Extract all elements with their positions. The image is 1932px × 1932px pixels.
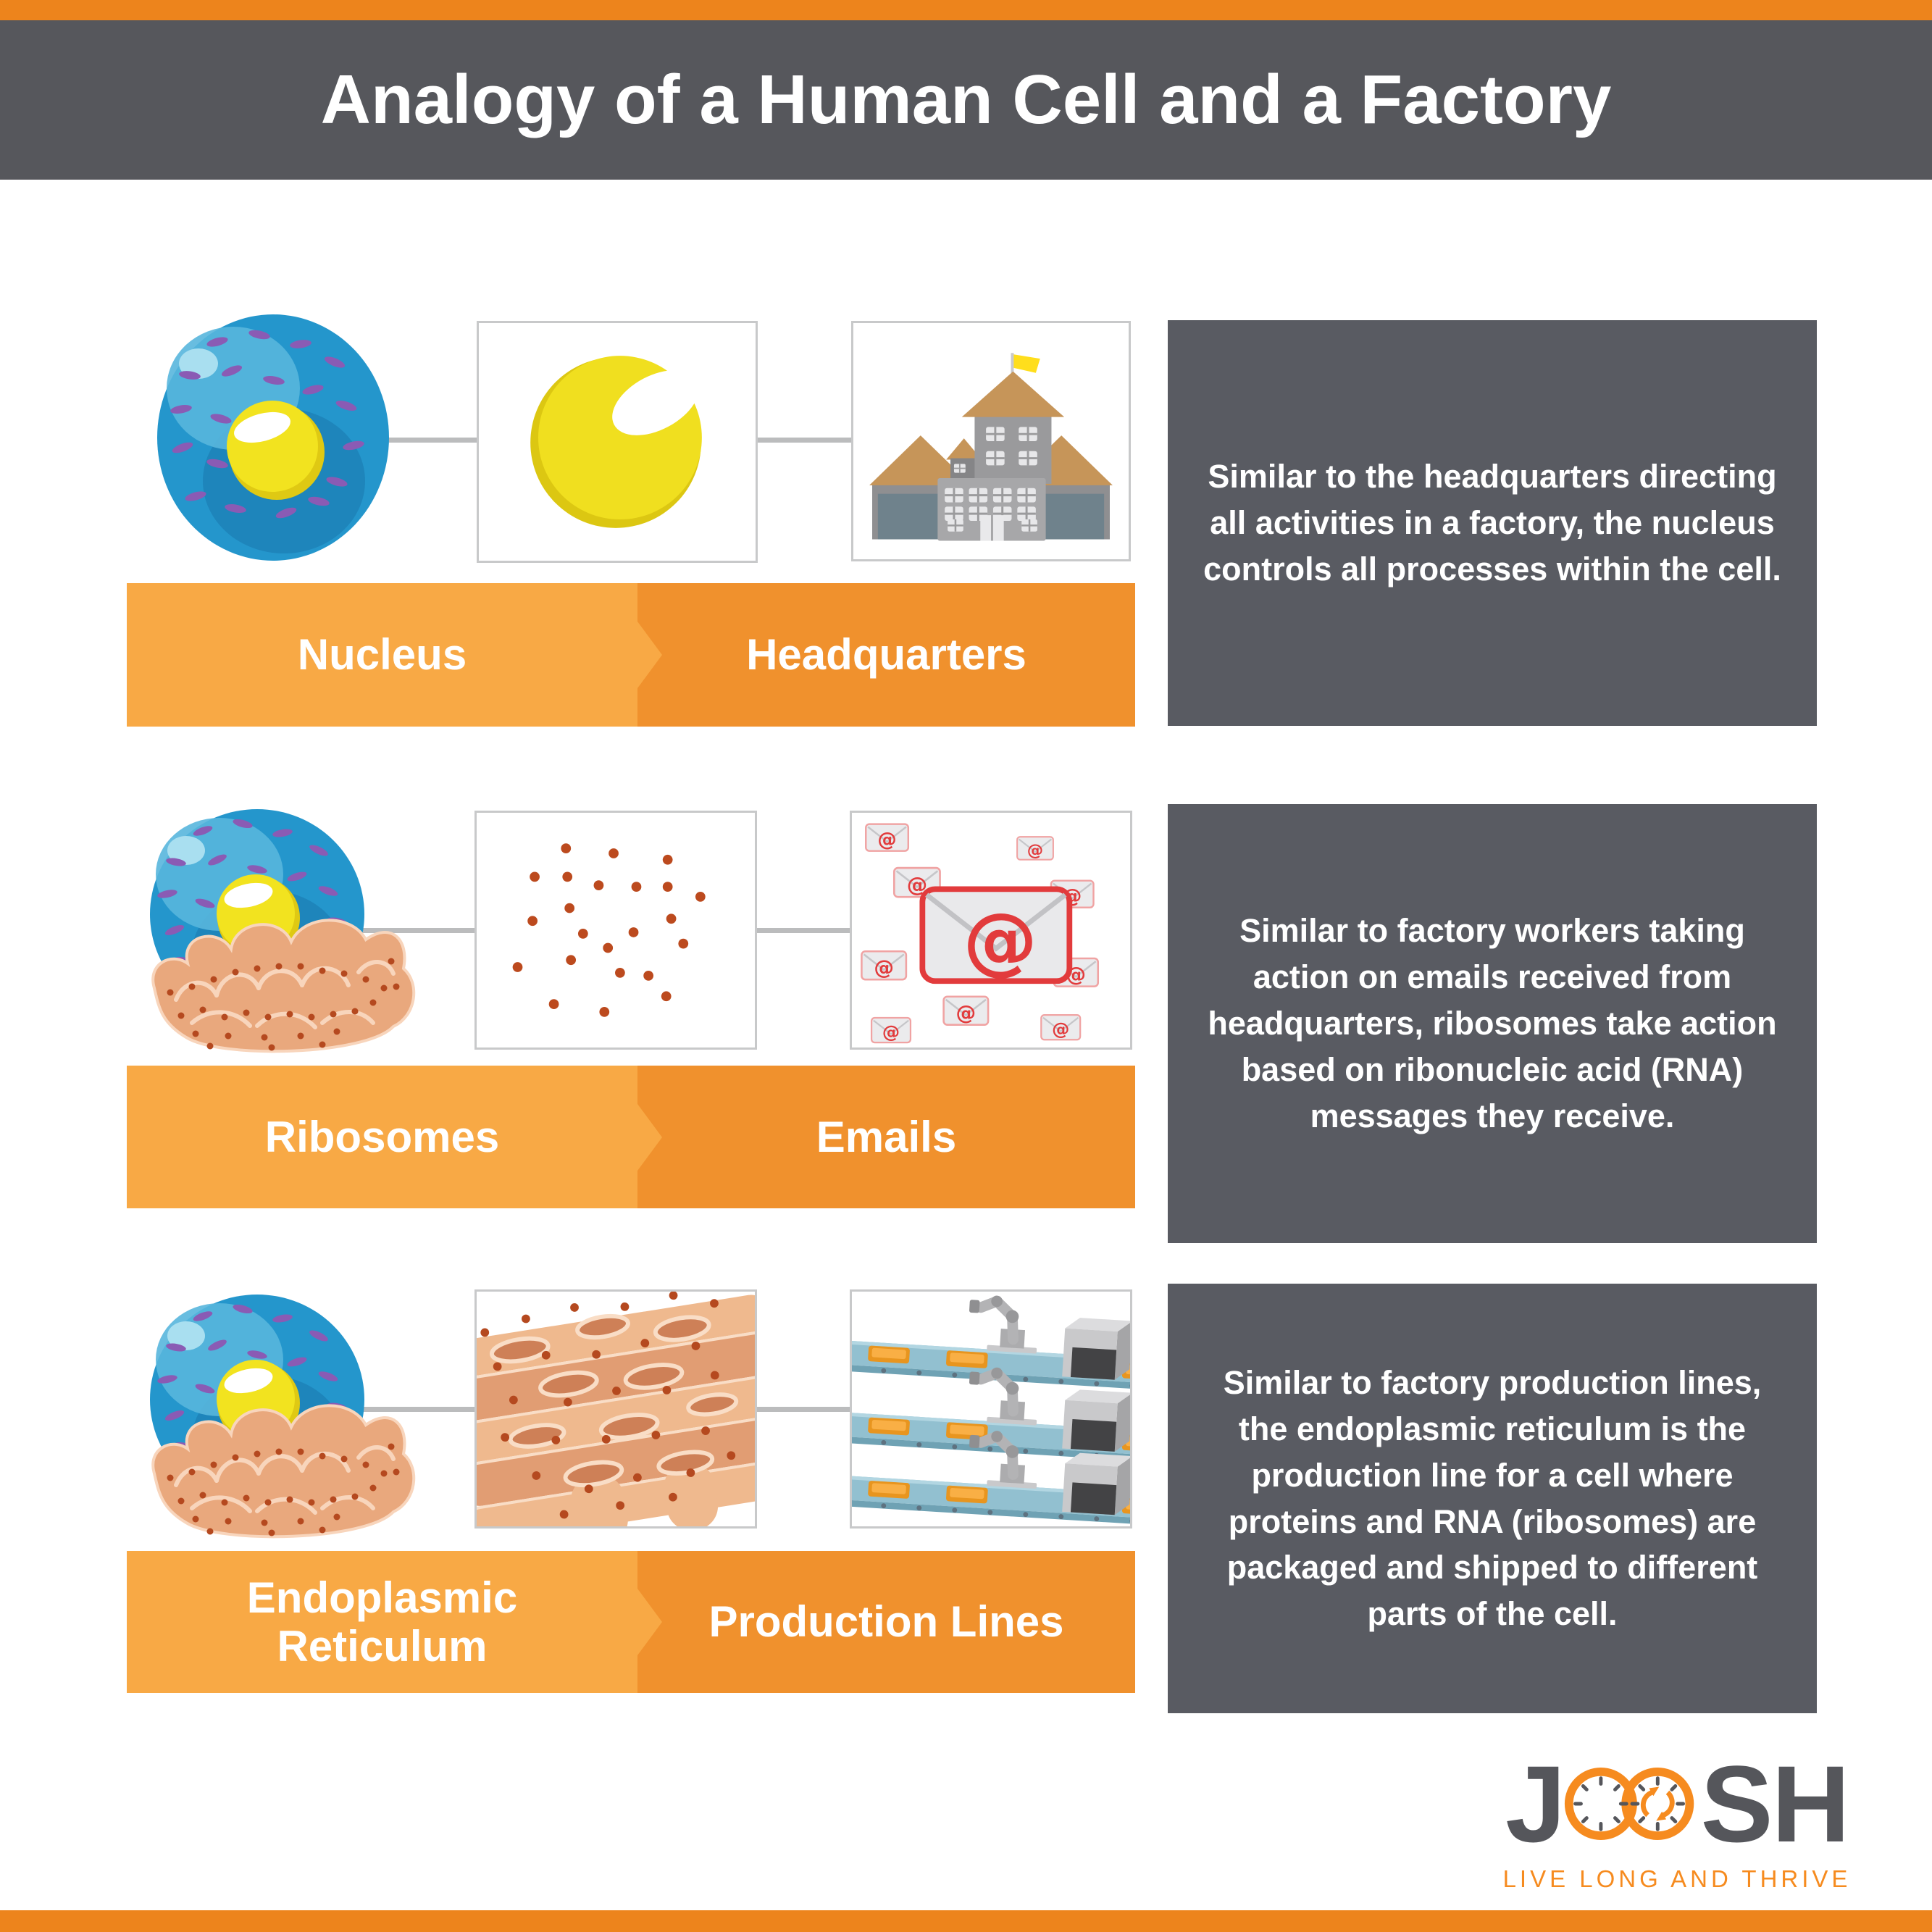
label-bar-er: Endoplasmic Reticulum Production Lines <box>127 1551 1135 1693</box>
er-closeup-box <box>474 1289 757 1529</box>
cell-with-nucleus-icon <box>152 311 398 564</box>
bar-label: Ribosomes <box>264 1112 500 1161</box>
description-text: Similar to the headquarters directing al… <box>1203 458 1781 587</box>
production-lines-icon <box>852 1292 1130 1526</box>
bar-label: Headquarters <box>746 630 1026 679</box>
logo-wordmark: J <box>1500 1749 1854 1858</box>
description-text: Similar to factory production lines, the… <box>1223 1363 1762 1633</box>
bar-label: Endoplasmic Reticulum <box>246 1573 518 1670</box>
emails-box: @ <box>850 811 1132 1050</box>
label-bar-nucleus: Nucleus Headquarters <box>127 583 1135 727</box>
header-band: Analogy of a Human Cell and a Factory <box>0 20 1932 180</box>
cell-label-ribosomes: Ribosomes <box>127 1066 637 1208</box>
nucleus-closeup-box <box>477 321 758 563</box>
cell-label-nucleus: Nucleus <box>127 583 637 727</box>
page-title: Analogy of a Human Cell and a Factory <box>320 61 1612 138</box>
logo-tagline: LIVE LONG AND THRIVE <box>1502 1865 1852 1892</box>
bar-label: Nucleus <box>297 630 467 679</box>
bar-label: Emails <box>816 1112 957 1161</box>
joosh-logo: J <box>1500 1749 1854 1893</box>
cell-with-er-icon <box>141 1291 417 1546</box>
label-bar-ribosomes: Ribosomes Emails <box>127 1066 1135 1208</box>
endoplasmic-reticulum-closeup-icon <box>477 1292 755 1526</box>
clock-oo-icon <box>1564 1768 1694 1840</box>
description-text: Similar to factory workers taking action… <box>1208 912 1777 1134</box>
connector-line <box>319 1407 474 1412</box>
connector-line <box>311 928 474 933</box>
top-border-strip <box>0 0 1932 20</box>
connector-line <box>758 438 851 443</box>
headquarters-box <box>851 321 1131 561</box>
cell-with-er-icon <box>141 806 417 1061</box>
connector-line <box>757 928 850 933</box>
email-envelopes-icon: @ <box>861 823 1100 1044</box>
logo-letter-j: J <box>1505 1743 1565 1865</box>
svg-text:@: @ <box>963 898 1037 984</box>
bar-label: Production Lines <box>708 1597 1064 1647</box>
description-panel-nucleus: Similar to the headquarters directing al… <box>1168 320 1817 726</box>
ribosome-dots-box <box>474 811 757 1050</box>
cell-label-er: Endoplasmic Reticulum <box>127 1551 637 1693</box>
production-lines-box <box>850 1289 1132 1529</box>
ribosome-dots-icon <box>512 843 706 1017</box>
factory-label-emails: Emails <box>637 1066 1135 1208</box>
factory-label-headquarters: Headquarters <box>637 583 1135 727</box>
description-panel-er: Similar to factory production lines, the… <box>1168 1284 1817 1713</box>
description-panel-ribosomes: Similar to factory workers taking action… <box>1168 804 1817 1243</box>
headquarters-building-icon <box>869 353 1113 541</box>
bottom-border-strip <box>0 1910 1932 1932</box>
nucleus-closeup-icon <box>530 356 702 528</box>
logo-letters-sh: SH <box>1700 1743 1850 1865</box>
factory-label-production-lines: Production Lines <box>637 1551 1135 1693</box>
connector-line <box>757 1407 850 1412</box>
